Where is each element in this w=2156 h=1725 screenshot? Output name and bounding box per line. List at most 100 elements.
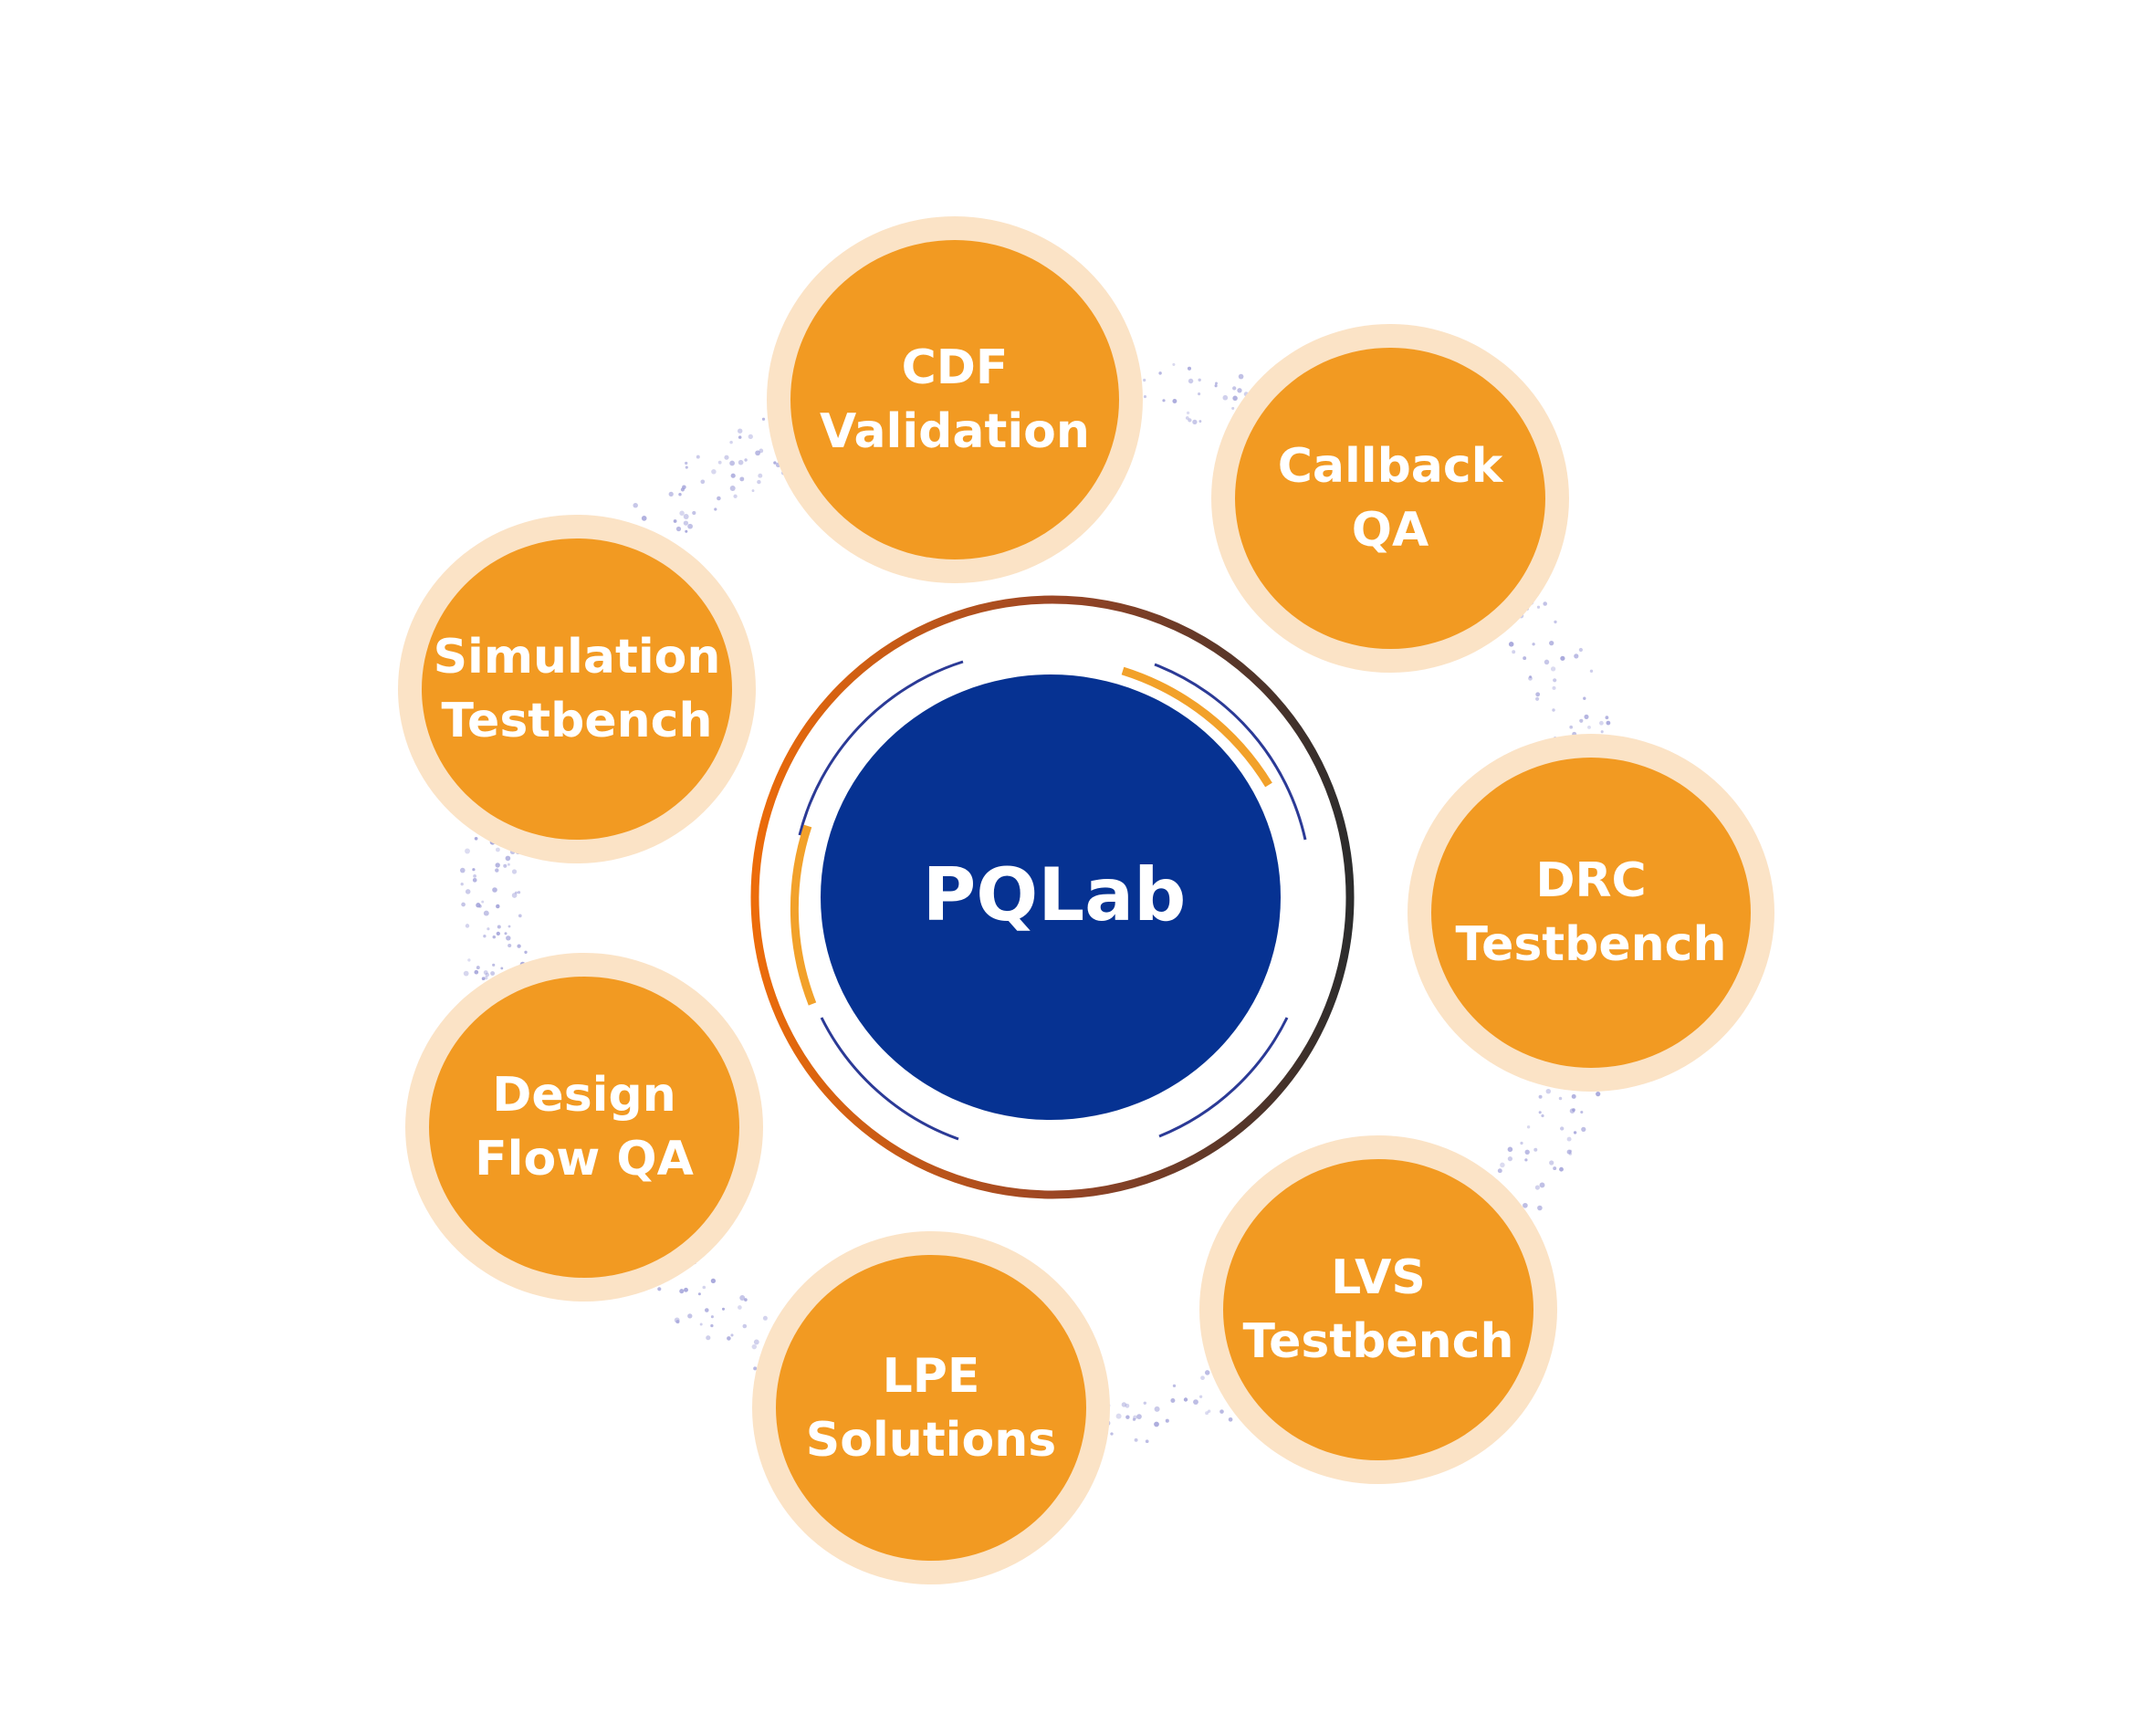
orbit-dot xyxy=(474,836,478,841)
orbit-dot xyxy=(1514,1234,1521,1239)
orbit-dot xyxy=(759,448,764,454)
orbit-dot xyxy=(1533,1147,1538,1152)
orbit-dot xyxy=(1572,1108,1575,1112)
orbit-dot xyxy=(633,502,638,508)
orbit-dot xyxy=(489,839,496,845)
orbit-dot xyxy=(480,824,485,829)
orbit-dot xyxy=(778,440,782,444)
orbit-dot xyxy=(485,972,490,978)
orbit-dot xyxy=(496,931,500,936)
orbit-dot xyxy=(692,510,696,516)
orbit-dot xyxy=(753,1339,759,1345)
orbit-dot xyxy=(626,1274,632,1281)
orbit-dot xyxy=(1507,612,1512,617)
node-label: LVS Testbench xyxy=(1242,1250,1514,1369)
orbit-dot xyxy=(1192,419,1198,425)
orbit-dot xyxy=(1528,675,1533,681)
orbit-dot xyxy=(1544,659,1550,665)
orbit-dot xyxy=(777,1327,781,1331)
orbit-dot xyxy=(1205,1411,1209,1416)
orbit-dot xyxy=(474,969,479,975)
orbit-dot xyxy=(1224,1393,1229,1397)
orbit-dot xyxy=(684,1287,688,1292)
orbit-dot xyxy=(1554,620,1557,624)
orbit-dot xyxy=(518,965,524,970)
orbit-dot xyxy=(1568,1152,1573,1155)
orbit-dot xyxy=(492,887,497,893)
orbit-dot xyxy=(1158,371,1162,375)
orbit-dot xyxy=(1162,399,1166,402)
orbit-dot xyxy=(481,900,485,904)
orbit-dot xyxy=(1508,642,1514,647)
orbit-dot xyxy=(779,1353,783,1358)
orbit-dot xyxy=(751,1343,758,1350)
node-lpe-solutions[interactable]: LPE Solutions xyxy=(776,1255,1086,1561)
orbit-dot xyxy=(1538,1111,1542,1114)
orbit-dot xyxy=(769,1363,775,1369)
orbit-dot xyxy=(757,479,761,485)
node-lvs-testbench[interactable]: LVS Testbench xyxy=(1223,1159,1533,1460)
orbit-dot xyxy=(693,1260,696,1265)
orbit-dot xyxy=(1219,1409,1224,1414)
orbit-dot xyxy=(1186,411,1190,415)
orbit-dot xyxy=(1110,1432,1114,1436)
orbit-dot xyxy=(1154,1406,1160,1412)
orbit-dot xyxy=(729,440,733,444)
orbit-dot xyxy=(784,1334,788,1338)
orbit-dot xyxy=(738,1305,742,1310)
orbit-dot xyxy=(727,1336,731,1341)
orbit-dot xyxy=(739,476,745,482)
orbit-dot xyxy=(699,1322,703,1326)
orbit-dot xyxy=(1596,1091,1601,1097)
node-simulation-testbench[interactable]: Simulation Testbench xyxy=(422,538,732,840)
outer-ring xyxy=(750,595,1355,1199)
node-label: CDF Validation xyxy=(820,340,1090,459)
orbit-dot xyxy=(1087,1414,1091,1417)
orbit-dot xyxy=(1198,1395,1203,1398)
orbit-dot xyxy=(1232,395,1238,402)
node-cdf-validation[interactable]: CDF Validation xyxy=(790,240,1119,559)
orbit-dot xyxy=(473,874,476,878)
orbit-dot xyxy=(1193,1399,1198,1406)
orbit-dot xyxy=(1207,1409,1211,1414)
orbit-dot xyxy=(1552,685,1556,690)
inner-arc-top-right xyxy=(1154,663,1307,841)
orbit-dot xyxy=(1583,696,1586,700)
orbit-dot xyxy=(679,510,685,517)
orbit-dot xyxy=(1249,1401,1253,1406)
orbit-dot xyxy=(710,1278,717,1284)
node-callback-qa[interactable]: Callback QA xyxy=(1235,348,1545,649)
orbit-dot xyxy=(506,936,511,941)
orbit-dot xyxy=(1086,1428,1093,1435)
orbit-dot xyxy=(1125,1403,1130,1408)
orbit-dot xyxy=(1589,669,1594,673)
orbit-dot xyxy=(1523,656,1527,661)
orbit-dot xyxy=(1231,406,1235,410)
orbit-dot xyxy=(1240,413,1243,416)
orbit-dot xyxy=(658,542,663,547)
orbit-dot xyxy=(751,489,755,493)
orbit-dot xyxy=(659,555,663,559)
orbit-dot xyxy=(1165,1418,1169,1423)
orbit-dot xyxy=(495,862,500,868)
orbit-dot xyxy=(1593,1082,1597,1088)
orbit-dot xyxy=(478,904,482,908)
orbit-dot xyxy=(711,469,717,475)
orbit-dot xyxy=(1589,1083,1593,1087)
orbit-dot xyxy=(1198,378,1201,382)
orbit-dot xyxy=(1233,424,1238,429)
orbit-dot xyxy=(1143,1401,1147,1406)
orbit-dot xyxy=(748,434,753,440)
orbit-dot xyxy=(657,554,661,558)
orbit-dot xyxy=(1574,653,1579,659)
orbit-dot xyxy=(1188,378,1194,384)
orbit-dot xyxy=(521,972,525,977)
orbit-dot xyxy=(1493,1201,1497,1205)
orbit-dot xyxy=(461,902,466,907)
orbit-dot xyxy=(497,925,501,929)
orbit-dot xyxy=(793,465,797,469)
node-drc-testbench[interactable]: DRC Testbench xyxy=(1431,758,1751,1068)
node-design-flow-qa[interactable]: Design Flow QA xyxy=(429,977,739,1278)
orbit-dot xyxy=(1183,1397,1188,1402)
